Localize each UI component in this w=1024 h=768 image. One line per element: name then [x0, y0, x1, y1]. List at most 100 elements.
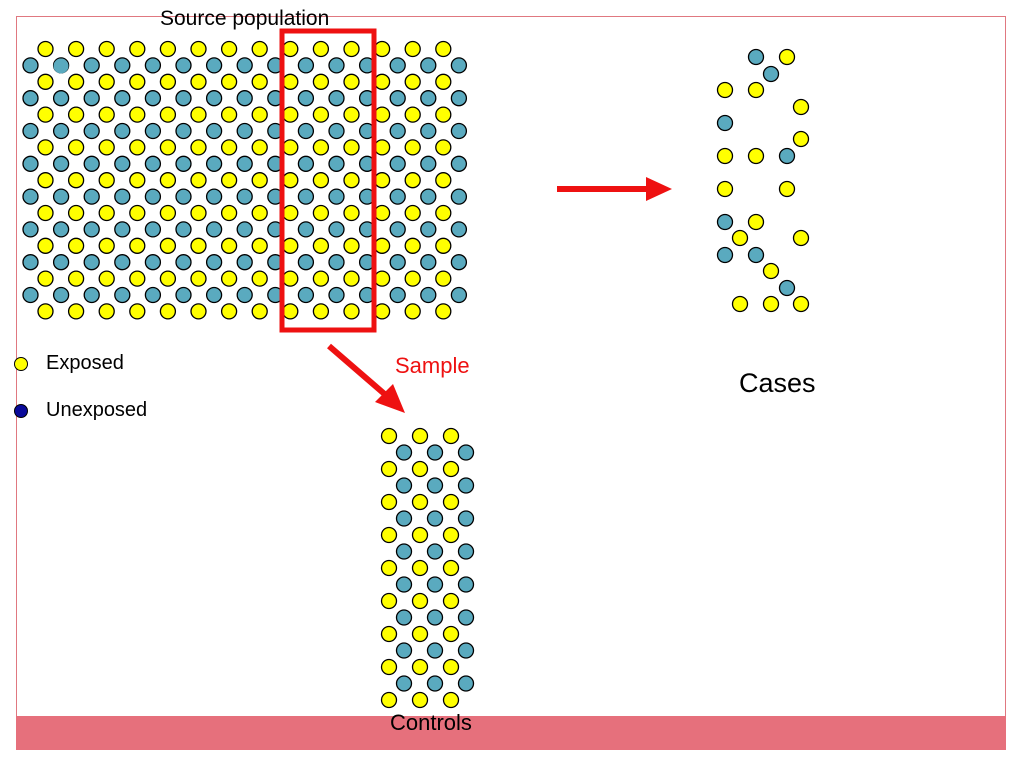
exposed-dot	[190, 237, 207, 254]
unexposed-dot	[297, 221, 315, 238]
exposed-dot	[404, 106, 421, 123]
unexposed-dot	[389, 122, 406, 140]
exposed-dot	[404, 303, 421, 320]
control-unexposed-dot	[426, 510, 444, 527]
footer-bar	[16, 716, 1006, 750]
exposed-dot	[220, 172, 238, 189]
unexposed-dot	[175, 122, 192, 140]
exposed-dot	[282, 237, 299, 254]
case-exposed-dot	[747, 147, 765, 165]
unexposed-dot	[83, 188, 100, 205]
unexposed-dot	[205, 254, 223, 271]
unexposed-dot	[22, 188, 39, 205]
unexposed-dot	[205, 286, 223, 304]
unexposed-dot	[450, 155, 468, 172]
exposed-dot	[220, 73, 238, 90]
unexposed-dot	[114, 188, 131, 205]
unexposed-dot	[389, 254, 406, 271]
exposed-dot	[251, 172, 268, 189]
exposed-dot	[343, 237, 360, 254]
legend-unexposed-label: Unexposed	[46, 399, 148, 421]
exposed-dot	[190, 204, 207, 222]
exposed-dot	[282, 139, 299, 156]
exposed-dot	[98, 204, 115, 222]
cases-cluster	[716, 48, 810, 313]
unexposed-dot	[83, 122, 100, 140]
exposed-dot	[343, 139, 360, 156]
exposed-dot	[343, 303, 360, 320]
unexposed-dot	[420, 188, 437, 205]
unexposed-dot	[420, 122, 437, 140]
control-exposed-dot	[442, 427, 460, 445]
exposed-dot	[159, 172, 177, 189]
case-exposed-dot	[778, 48, 796, 66]
unexposed-dot	[83, 90, 100, 107]
legend-unexposed: Unexposed	[14, 399, 147, 422]
exposed-dot	[190, 106, 207, 123]
exposed-dot	[220, 270, 238, 287]
control-unexposed-dot	[426, 642, 444, 659]
unexposed-dot	[22, 90, 39, 107]
control-exposed-dot	[442, 559, 460, 577]
exposed-dot	[37, 204, 54, 222]
unexposed-dot	[114, 254, 131, 271]
unexposed-dot	[144, 254, 162, 271]
exposed-dot	[190, 139, 207, 156]
control-unexposed-dot	[426, 675, 444, 692]
exposed-dot	[98, 106, 115, 123]
control-exposed-dot	[380, 526, 398, 544]
exposed-swatch-icon	[14, 356, 28, 371]
exposed-dot	[282, 270, 299, 287]
unexposed-dot	[297, 286, 315, 304]
exposed-dot	[343, 106, 360, 123]
exposed-dot	[251, 73, 268, 90]
control-unexposed-dot	[426, 543, 444, 560]
source-population-grid	[22, 40, 468, 320]
exposed-dot	[373, 172, 391, 189]
case-exposed-dot	[792, 98, 810, 116]
unexposed-dot	[236, 254, 253, 271]
exposed-dot	[343, 40, 360, 58]
unexposed-dot	[22, 221, 39, 238]
unexposed-dot	[420, 57, 437, 74]
unexposed-dot	[114, 122, 131, 140]
exposed-dot	[190, 40, 207, 58]
exposed-dot	[373, 270, 391, 287]
unexposed-dot	[236, 57, 253, 74]
exposed-dot	[67, 139, 85, 156]
unexposed-dot	[114, 286, 131, 304]
exposed-dot	[67, 172, 85, 189]
exposed-dot	[343, 204, 360, 222]
unexposed-dot	[144, 90, 162, 107]
unexposed-dot	[175, 155, 192, 172]
unexposed-dot	[420, 155, 437, 172]
exposed-dot	[98, 270, 115, 287]
control-unexposed-dot	[426, 609, 444, 626]
control-unexposed-dot	[457, 609, 475, 626]
control-unexposed-dot	[457, 444, 475, 461]
exposed-dot	[37, 172, 54, 189]
exposed-dot	[159, 139, 177, 156]
unexposed-dot	[450, 57, 468, 74]
exposed-dot	[129, 40, 146, 58]
control-exposed-dot	[411, 526, 429, 544]
unexposed-dot	[83, 155, 100, 172]
exposed-dot	[129, 106, 146, 123]
control-exposed-dot	[442, 658, 460, 676]
unexposed-dot	[175, 286, 192, 304]
unexposed-dot	[52, 286, 70, 304]
exposed-dot	[343, 270, 360, 287]
exposed-dot	[159, 106, 177, 123]
unexposed-dot	[205, 57, 223, 74]
unexposed-dot	[450, 122, 468, 140]
control-unexposed-dot	[395, 444, 413, 461]
control-exposed-dot	[380, 658, 398, 676]
exposed-dot	[435, 40, 452, 58]
case-unexposed-dot	[762, 65, 780, 83]
unexposed-dot	[389, 188, 406, 205]
unexposed-dot	[144, 122, 162, 140]
case-exposed-dot	[792, 229, 810, 247]
unexposed-dot	[83, 286, 100, 304]
exposed-dot	[312, 139, 330, 156]
control-unexposed-dot	[457, 477, 475, 494]
